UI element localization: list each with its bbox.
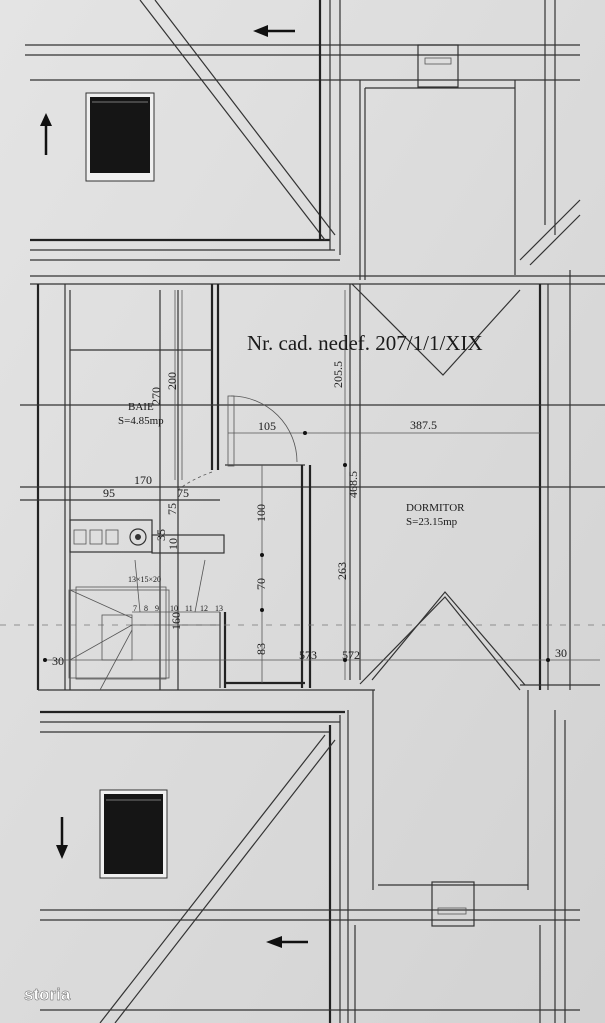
arrow-left-icon	[266, 936, 308, 948]
dimension-lines	[43, 290, 600, 683]
arrow-left-icon	[253, 25, 295, 37]
stair-spec: 13×15×20	[128, 575, 161, 584]
stair-step-number: 11	[185, 604, 193, 613]
staircase	[68, 589, 170, 679]
stair-step-number: 9	[155, 604, 159, 613]
dim-label: 270	[149, 387, 163, 405]
dim-label: 170	[134, 473, 152, 487]
dim-label: 572	[342, 648, 360, 662]
dimension-labels: 270 200 205.5 105 387.5 468.5 170 95 75 …	[52, 361, 567, 668]
dim-label: 205.5	[331, 361, 345, 388]
dim-label: 35	[154, 529, 168, 541]
dim-label: 75	[165, 503, 179, 515]
dim-label: 30	[555, 646, 567, 660]
stair-step-number: 10	[170, 604, 178, 613]
dim-label: 83	[254, 643, 268, 655]
room-area-bathroom: S=4.85mp	[118, 415, 164, 427]
dim-label: 10	[166, 538, 180, 550]
storia-watermark-logo: storia	[24, 985, 71, 1004]
stair-step-number: 7	[133, 604, 137, 613]
room-area-bedroom: S=23.15mp	[406, 516, 458, 528]
dim-label: 70	[254, 578, 268, 590]
dim-label: 30	[52, 654, 64, 668]
arrow-up-icon	[40, 113, 52, 155]
stair-step-number: 12	[200, 604, 208, 613]
dim-label: 573	[299, 648, 317, 662]
room-name-bedroom: DORMITOR	[406, 502, 465, 514]
dim-label: 160	[169, 612, 183, 630]
floor-walls	[0, 270, 605, 691]
stair-step-number: 8	[144, 604, 148, 613]
roof-window	[90, 97, 150, 173]
dim-label: 200	[165, 372, 179, 390]
stair-step-number: 13	[215, 604, 223, 613]
roof-window	[104, 794, 163, 874]
dim-label: 263	[335, 562, 349, 580]
room-name-bathroom: BAIE	[128, 401, 154, 413]
upper-roof-section	[25, 0, 605, 285]
dim-label: 75	[177, 486, 189, 500]
dim-label: 387.5	[410, 418, 437, 432]
dim-label: 105	[258, 419, 276, 433]
cadastral-title: Nr. cad. nedef. 207/1/1/XIX	[247, 331, 483, 355]
lower-roof-section	[40, 690, 580, 1023]
dim-label: 100	[254, 504, 268, 522]
arrow-down-icon	[56, 817, 68, 859]
dim-label: 468.5	[346, 471, 360, 498]
dim-label: 95	[103, 486, 115, 500]
